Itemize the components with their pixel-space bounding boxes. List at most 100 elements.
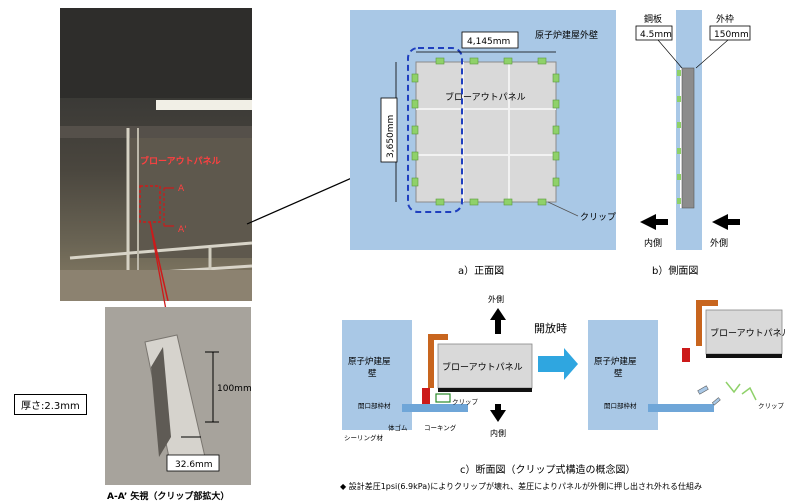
height-dim-text: 3,650mm (386, 115, 396, 158)
inside-down-arrow-icon (490, 404, 506, 422)
outside-up-arrow-icon (490, 308, 506, 334)
clip (435, 57, 445, 65)
section-outside-label: 外側 (488, 294, 504, 304)
front-view: 原子炉建屋外壁 ブローアウトパネル 4,145mm 3,650mm クリップ (350, 10, 616, 250)
width-dim-box (461, 31, 519, 49)
frame-thickness: 150mm (714, 30, 749, 40)
section-inside-label: 内側 (490, 428, 506, 438)
clip (411, 151, 419, 161)
clip (552, 177, 560, 187)
front-clips (411, 57, 560, 206)
clip (503, 198, 513, 206)
side-view-caption: b）側面図 (652, 266, 699, 277)
clip (469, 198, 479, 206)
open-orange-bracket (696, 300, 718, 346)
clip (435, 198, 445, 206)
clip (677, 122, 681, 128)
clip (552, 125, 560, 135)
side-view: 鋼板 4.5mm 外枠 150mm 内側 外側 (635, 10, 751, 250)
clip (537, 198, 547, 206)
open-clip-label: クリップ (758, 402, 785, 410)
frame-box (709, 25, 751, 41)
inside-label: 内側 (644, 237, 662, 249)
ceiling (60, 8, 252, 98)
outside-label: 外側 (710, 237, 728, 249)
section-view: 原子炉建屋 壁 開口部枠材 ブローアウトパネル クリップ 外側 内側 体ゴム コ… (342, 294, 786, 442)
frame-pointer (695, 39, 729, 69)
open-wall-label-1: 原子炉建屋 (594, 356, 637, 367)
side-clips (677, 70, 681, 204)
open-wall-label-2: 壁 (614, 368, 623, 379)
footnote: ◆ 設計差圧1psi(6.9kPa)によりクリップが壊れ、差圧によりパネルが外側… (340, 482, 702, 491)
open-frame-label: 開口部枠材 (604, 401, 637, 410)
section-wall (342, 320, 412, 430)
clip (552, 151, 560, 161)
beam (60, 126, 252, 138)
section-a-label: A (178, 184, 185, 194)
clip (677, 198, 681, 204)
clip-closeup-photo: 100mm 32.6mm (105, 307, 251, 485)
clip (411, 177, 419, 187)
section-clip-label: クリップ (452, 398, 479, 406)
front-wall-label: 原子炉建屋外壁 (535, 29, 598, 41)
width-dim-text: 4,145mm (467, 37, 510, 47)
clip (677, 96, 681, 102)
sealing-label: シーリング材 (344, 433, 384, 442)
open-panel (705, 309, 783, 355)
wall-panel-area (130, 138, 252, 258)
section-wall-label-2: 壁 (368, 368, 377, 379)
open-frame (648, 404, 714, 412)
plate-pointer (657, 39, 683, 69)
plate-box (635, 25, 673, 41)
outside-arrow-icon (712, 214, 740, 230)
dim-width-box (166, 454, 220, 472)
section-frame (402, 404, 468, 412)
broken-clip-2 (741, 386, 757, 401)
section-orange-bracket (428, 334, 448, 388)
open-panel-label: ブローアウトパネル (710, 327, 786, 339)
dim-width-text: 32.6mm (175, 460, 213, 470)
clip (411, 99, 419, 109)
section-panel-label: ブローアウトパネル (442, 361, 523, 373)
section-panel (437, 343, 533, 389)
clip-shadow (151, 347, 171, 457)
section-panel-base (438, 388, 532, 392)
opening-arrow-icon (538, 348, 578, 380)
floor (60, 270, 252, 301)
ceiling-light (156, 100, 252, 110)
clip (537, 57, 547, 65)
side-panel (681, 67, 695, 209)
section-red-bracket (422, 388, 430, 404)
thickness-label: 厚さ:2.3mm (14, 394, 87, 415)
clip (677, 70, 681, 76)
section-frame-label: 開口部枠材 (358, 401, 391, 410)
frame-label: 外枠 (716, 13, 734, 25)
section-clip (435, 393, 451, 403)
clip (411, 125, 419, 135)
photo-panel-label: ブローアウトパネル (140, 155, 221, 167)
open-panel-base (706, 354, 782, 358)
clip (677, 148, 681, 154)
front-panel (415, 61, 557, 203)
open-red-bracket (682, 348, 690, 362)
closeup-caption: A-A’ 矢視（クリップ部拡大） (107, 492, 230, 502)
clip (469, 57, 479, 65)
debris-1 (697, 385, 709, 395)
height-dim-box (380, 97, 398, 163)
clip (411, 73, 419, 83)
front-panel-label: ブローアウトパネル (445, 91, 526, 103)
clip (503, 57, 513, 65)
railing-1 (69, 241, 252, 260)
clip (677, 174, 681, 180)
inside-arrow-icon (640, 214, 668, 230)
front-clip-label: クリップ (580, 212, 616, 223)
clip (552, 73, 560, 83)
dim-height-text: 100mm (217, 384, 251, 394)
closeup-drawing: 100mm 32.6mm (105, 307, 251, 485)
rubber-label: 体ゴム (388, 423, 408, 432)
caulking-label: コーキング (424, 423, 457, 432)
section-wall-label-1: 原子炉建屋 (348, 356, 391, 367)
debris-2 (711, 397, 721, 406)
plate-thickness: 4.5mm (640, 30, 672, 40)
section-a-prime-label: A' (178, 225, 187, 235)
